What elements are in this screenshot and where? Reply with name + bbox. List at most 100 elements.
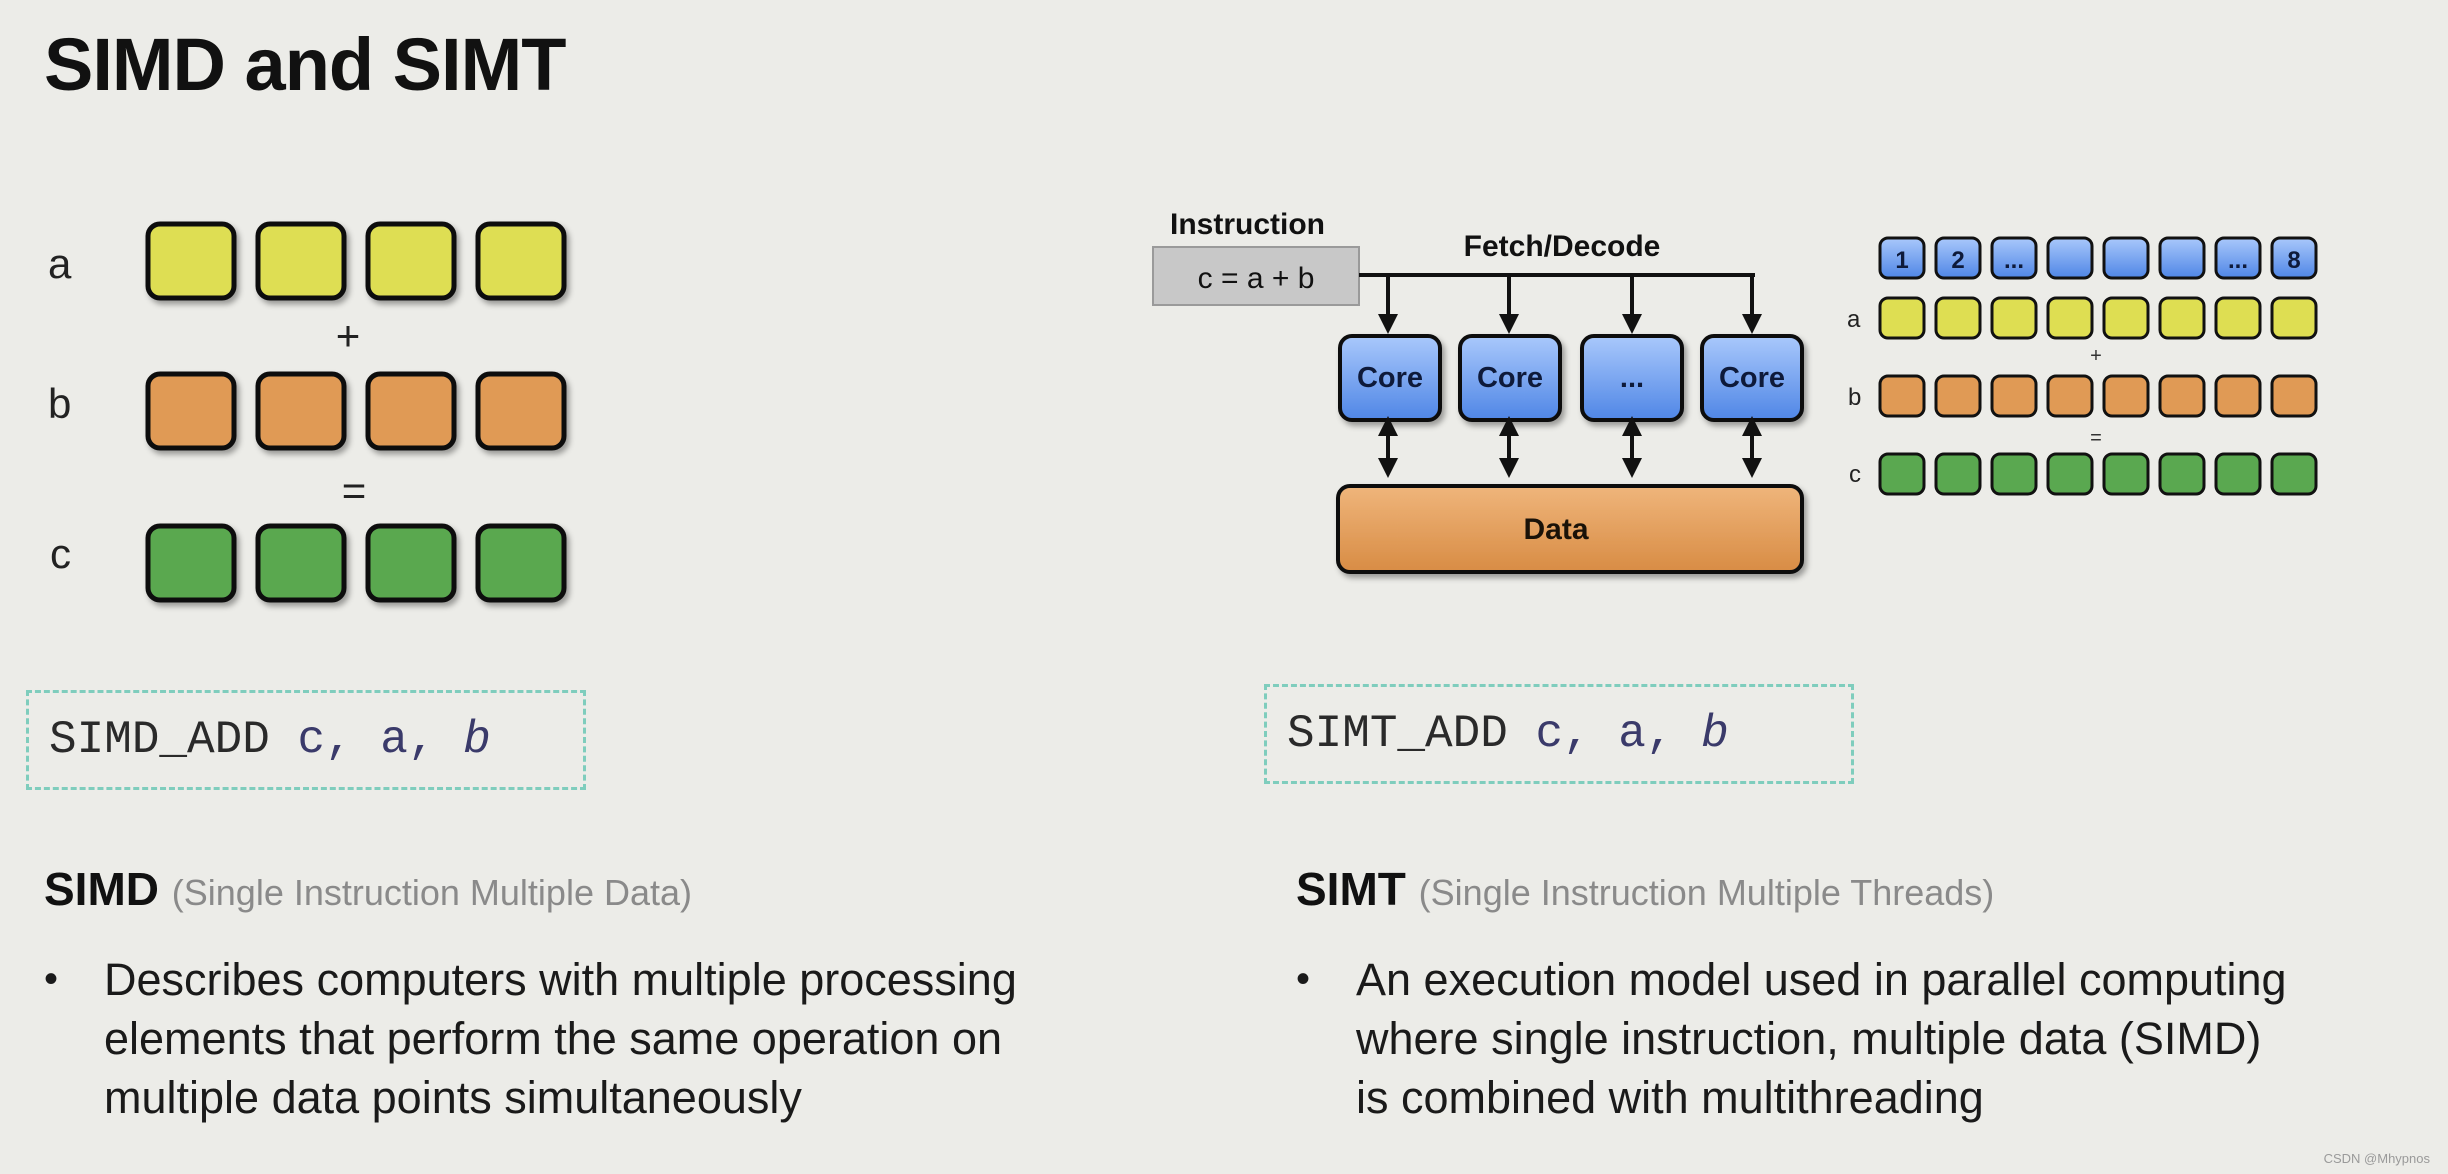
- simt-code-arg: a,: [1618, 708, 1674, 760]
- simt-cell-c: [2270, 452, 2318, 496]
- core-label: ...: [1620, 362, 1644, 394]
- simd-row-c: [145, 523, 567, 603]
- simt-threads-grid: 1 2 ... ... 8 a + b: [1847, 236, 2318, 496]
- simd-cell-b: [255, 371, 347, 451]
- simt-cell-c: [1878, 452, 1926, 496]
- simt-cell-b: [2214, 374, 2262, 418]
- thread-cell: [1934, 236, 1982, 280]
- simd-heading: SIMD (Single Instruction Multiple Data): [44, 862, 692, 916]
- simd-cell-a: [255, 221, 347, 301]
- simt-cell-c: [2102, 452, 2150, 496]
- simt-row-c: [1878, 452, 2318, 496]
- simd-subheading: (Single Instruction Multiple Data): [171, 872, 693, 913]
- simt-cell-a: [1934, 296, 1982, 340]
- simd-cell-c: [145, 523, 237, 603]
- thread-id-label: ...: [2004, 247, 2024, 274]
- simt-cell-c: [2214, 452, 2262, 496]
- simt-cell-a: [2158, 296, 2206, 340]
- data-memory-label: Data: [1523, 513, 1588, 546]
- simd-cell-a: [475, 221, 567, 301]
- simt-cell-a: [2270, 296, 2318, 340]
- simd-heading-text: SIMD: [44, 863, 159, 915]
- simt-cell-b: [2270, 374, 2318, 418]
- simd-code-op: SIMD_ADD: [49, 714, 270, 766]
- simd-row-label-c: c: [50, 530, 71, 577]
- simt-cell-a: [1990, 296, 2038, 340]
- slide-title: SIMD and SIMT: [44, 23, 566, 106]
- simd-cell-b: [475, 371, 567, 451]
- thread-id-label: ...: [2228, 247, 2248, 274]
- simd-row-b: [145, 371, 567, 451]
- simd-cell-c: [255, 523, 347, 603]
- simt-cell-c: [1934, 452, 1982, 496]
- simd-cell-b: [145, 371, 237, 451]
- simd-bullet-line: elements that perform the same operation…: [104, 1013, 1003, 1064]
- instruction-box: [1152, 246, 1360, 306]
- simd-row-label-b: b: [48, 380, 71, 427]
- core-units: Core Core ... Core: [1338, 334, 1804, 422]
- simt-code-arg: c,: [1535, 708, 1591, 760]
- simt-bullet: • An execution model used in parallel co…: [1296, 950, 2436, 1127]
- simt-architecture: Instruction c = a + b Fetch/Decode Core …: [1152, 208, 1804, 574]
- fetch-decode-bus: [1359, 273, 1762, 334]
- simd-cell-a: [145, 221, 237, 301]
- simd-row-label-a: a: [48, 240, 72, 287]
- thread-id-label: 2: [1951, 247, 1964, 274]
- simt-subheading: (Single Instruction Multiple Threads): [1418, 872, 1995, 913]
- simt-cell-c: [2158, 452, 2206, 496]
- simt-heading-text: SIMT: [1296, 863, 1406, 915]
- simt-row-label-b: b: [1848, 384, 1861, 411]
- csdn-watermark: CSDN @Mhypnos: [2323, 1151, 2430, 1166]
- simd-code-arg: c,: [297, 714, 353, 766]
- simt-equals-sign: =: [2090, 427, 2102, 449]
- simd-cell-c: [365, 523, 457, 603]
- simt-row-b: [1878, 374, 2318, 418]
- simt-cell-b: [1878, 374, 1926, 418]
- simd-bullet: • Describes computers with multiple proc…: [44, 950, 1204, 1127]
- core-label: Core: [1357, 362, 1423, 394]
- core-label: Core: [1719, 362, 1785, 394]
- simt-cell-a: [1878, 296, 1926, 340]
- simd-code-args: c, a, b: [297, 714, 490, 766]
- bullet-dot-icon: •: [44, 957, 59, 1001]
- simd-cell-b: [365, 371, 457, 451]
- simt-bullet-line: where single instruction, multiple data …: [1356, 1013, 2262, 1064]
- simt-cell-c: [2046, 452, 2094, 496]
- simd-code-arg: b: [463, 714, 491, 766]
- simt-cell-b: [1990, 374, 2038, 418]
- simt-row-label-a: a: [1847, 306, 1861, 333]
- thread-cell: [2046, 236, 2094, 280]
- simd-diagram: a b c + =: [48, 221, 567, 603]
- simt-code-box: SIMT_ADD c, a, b: [1264, 684, 1854, 784]
- simt-cell-a: [2102, 296, 2150, 340]
- simt-code-arg: b: [1701, 708, 1729, 760]
- thread-id-label: 8: [2287, 247, 2300, 274]
- data-memory-box: [1336, 484, 1804, 574]
- core-label: Core: [1477, 362, 1543, 394]
- fetch-decode-label: Fetch/Decode: [1464, 230, 1661, 263]
- thread-id-label: 1: [1895, 247, 1908, 274]
- thread-cell: [2214, 236, 2262, 280]
- simd-code-arg: a,: [380, 714, 436, 766]
- simt-bullet-line: An execution model used in parallel comp…: [1356, 954, 2287, 1005]
- simd-cell-c: [475, 523, 567, 603]
- simt-cell-b: [1934, 374, 1982, 418]
- simt-code-args: c, a, b: [1535, 708, 1728, 760]
- simd-code-box: SIMD_ADD c, a, b: [26, 690, 586, 790]
- simt-heading: SIMT (Single Instruction Multiple Thread…: [1296, 862, 1994, 916]
- thread-id-row: 1 2 ... ... 8: [1878, 236, 2318, 280]
- simd-equals-sign: =: [342, 467, 367, 514]
- simt-cell-b: [2158, 374, 2206, 418]
- simt-cell-a: [2214, 296, 2262, 340]
- simt-plus-sign: +: [2090, 345, 2102, 367]
- simt-row-label-c: c: [1849, 461, 1861, 488]
- simt-cell-c: [1990, 452, 2038, 496]
- core-data-arrows: [1378, 416, 1762, 478]
- simt-cell-b: [2102, 374, 2150, 418]
- simd-bullet-line: multiple data points simultaneously: [104, 1072, 802, 1123]
- bullet-dot-icon: •: [1296, 957, 1311, 1001]
- thread-cell: [2102, 236, 2150, 280]
- simt-row-a: [1878, 296, 2318, 340]
